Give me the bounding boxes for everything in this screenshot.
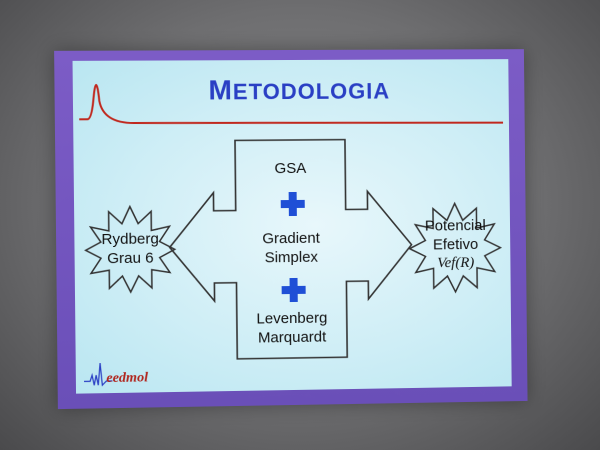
- plus-icon-2: [282, 278, 306, 302]
- right-star-text: Potencial Efetivo Vef(R): [408, 216, 502, 274]
- left-star-line2: Grau 6: [85, 248, 176, 268]
- method-levenberg: Levenberg: [222, 309, 362, 329]
- left-star-line1: Rydberg: [84, 229, 175, 249]
- right-star-line2: Efetivo: [409, 235, 503, 255]
- right-star-line1: Potencial: [408, 216, 502, 236]
- plus-icon: [281, 192, 305, 216]
- method-gradient: Gradient: [221, 229, 361, 249]
- left-star-text: Rydberg Grau 6: [84, 229, 175, 268]
- right-star-formula: Vef(R): [409, 254, 503, 274]
- method-simplex: Simplex: [221, 248, 361, 268]
- slide-title: METODOLOGIA: [184, 73, 414, 106]
- slide-frame: METODOLOGIA GSA Gradient Simplex Levenbe…: [54, 49, 527, 409]
- method-gsa: GSA: [220, 159, 360, 178]
- title-first-letter: M: [208, 74, 233, 105]
- method-marquardt: Marquardt: [222, 328, 362, 348]
- logo: eedmol: [106, 370, 148, 387]
- slide-content: METODOLOGIA GSA Gradient Simplex Levenbe…: [73, 59, 512, 394]
- title-rest: ETODOLOGIA: [233, 79, 390, 105]
